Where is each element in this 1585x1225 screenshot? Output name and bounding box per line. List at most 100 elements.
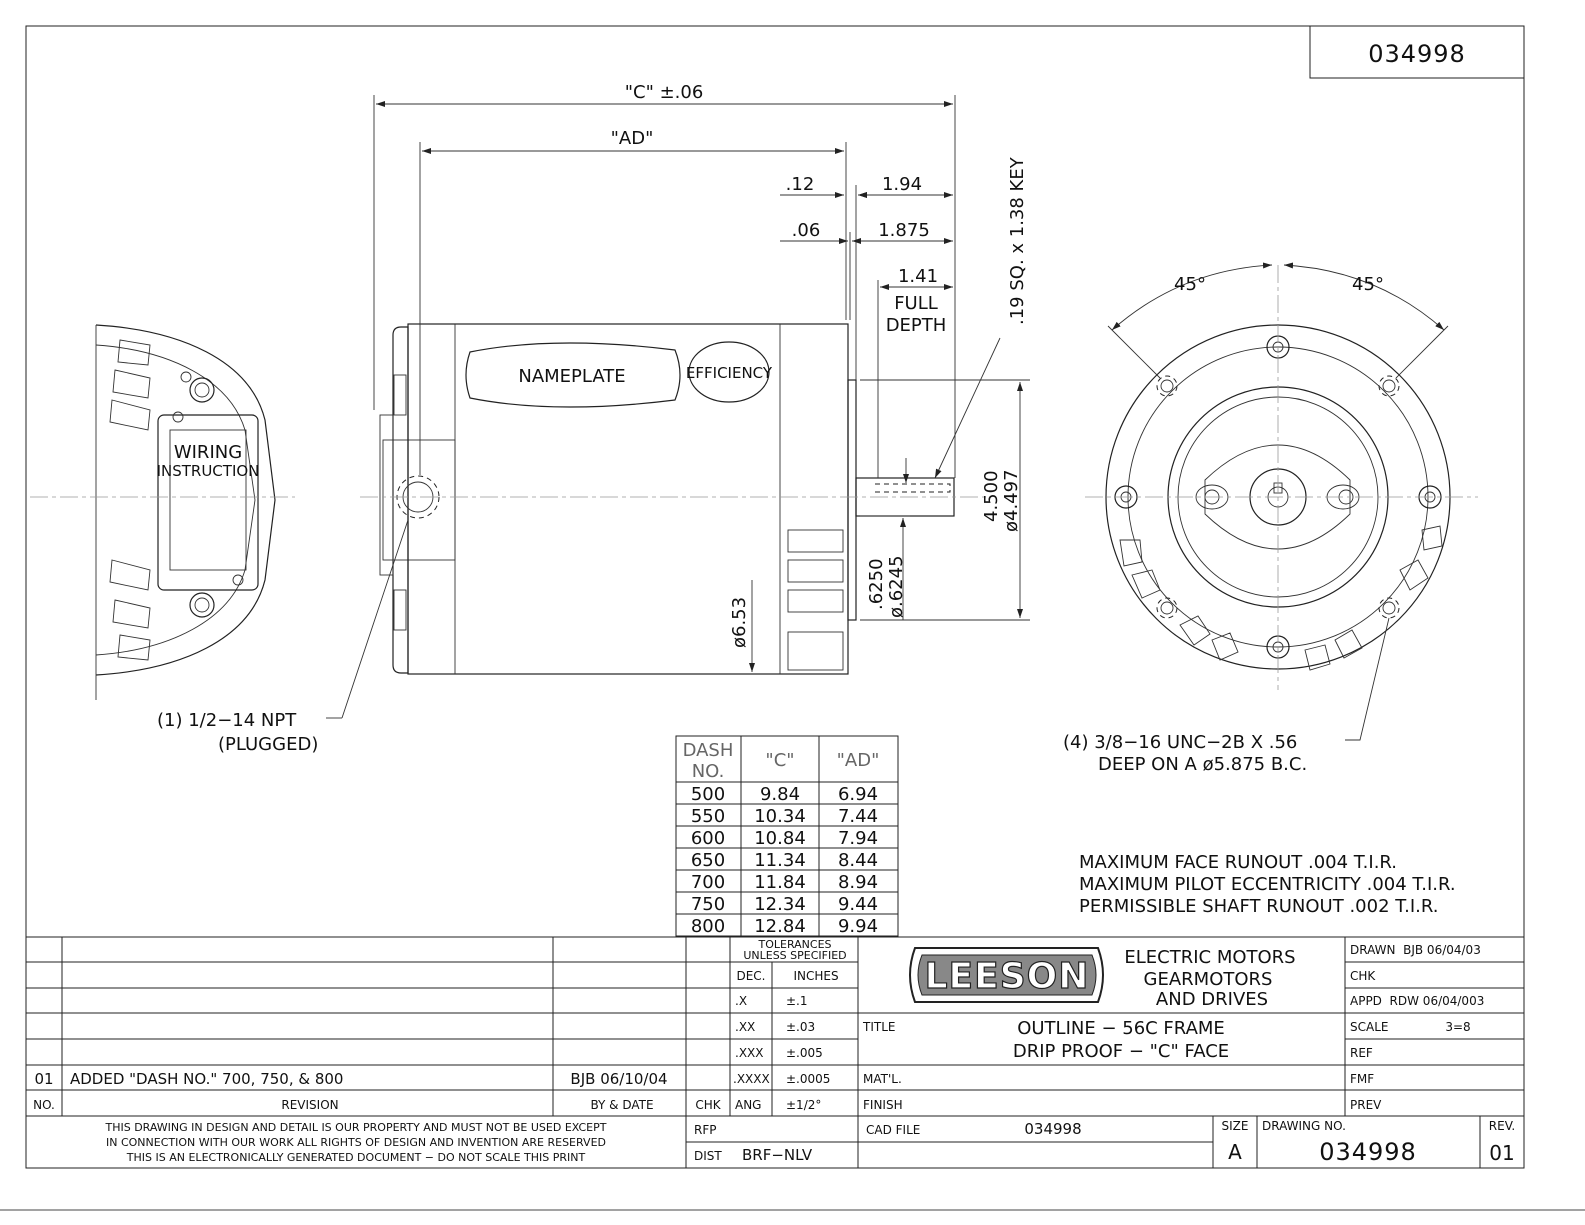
dash-table: DASH NO. "C" "AD" 500 9.84 6.94 550 10.3…: [675, 735, 899, 937]
dash-cell: 11.84: [754, 872, 806, 893]
size-label: SIZE: [1222, 1119, 1249, 1133]
bolt-hole-icon: [1378, 597, 1400, 619]
title-line-1: OUTLINE − 56C FRAME: [1017, 1018, 1225, 1039]
tolerance-inches: INCHES: [793, 969, 838, 983]
dim-ad: "AD": [611, 128, 654, 149]
bolt-label-2: DEEP ON A ø5.875 B.C.: [1098, 754, 1307, 775]
dash-cell: 11.34: [754, 850, 806, 871]
dash-cell: 10.34: [754, 806, 806, 827]
dash-cell: 8.94: [838, 872, 878, 893]
rfp-label: RFP: [694, 1123, 716, 1137]
rev-header-chk: CHK: [695, 1098, 721, 1112]
dash-cell: 9.84: [760, 784, 800, 805]
dash-cell: 6.94: [838, 784, 878, 805]
dim-depth: DEPTH: [886, 315, 947, 336]
runout-notes: MAXIMUM FACE RUNOUT .004 T.I.R. MAXIMUM …: [1079, 852, 1456, 917]
tolerance-val: ±.1: [786, 994, 808, 1008]
dash-cell: 550: [691, 806, 725, 827]
appd-field: APPD RDW 06/04/003: [1350, 994, 1484, 1008]
dim-12: .12: [786, 174, 815, 195]
wiring-label-2: INSTRUCTION: [157, 462, 260, 480]
bolt-label-1: (4) 3/8−16 UNC−2B X .56: [1063, 732, 1297, 753]
dash-cell: 800: [691, 916, 725, 937]
dash-cell: 9.44: [838, 894, 878, 915]
drawing-number-top: 034998: [1368, 40, 1466, 68]
dim-06: .06: [792, 220, 821, 241]
tolerance-val: ±1/2°: [786, 1098, 821, 1112]
fmf-field: FMF: [1350, 1072, 1374, 1086]
left-end-view: WIRING INSTRUCTION: [30, 324, 295, 700]
company-line-3: AND DRIVES: [1156, 989, 1268, 1010]
disclaimer-2: IN CONNECTION WITH OUR WORK ALL RIGHTS O…: [106, 1136, 606, 1149]
dash-cell: 9.94: [838, 916, 878, 937]
scale-label: SCALE: [1350, 1020, 1388, 1034]
dash-cell: 12.84: [754, 916, 806, 937]
dim-shaft-b: ø.6245: [886, 555, 907, 618]
wiring-label-1: WIRING: [174, 442, 242, 463]
tolerance-header-1: TOLERANCES: [757, 938, 831, 951]
dim-shaft-a: .6250: [866, 558, 887, 610]
revision-text: ADDED "DASH NO." 700, 750, & 800: [70, 1070, 343, 1088]
title-block: 01 ADDED "DASH NO." 700, 750, & 800 BJB …: [26, 936, 1524, 1168]
drawn-field: DRAWN BJB 06/04/03: [1350, 943, 1481, 957]
tolerance-key: .XXXX: [733, 1072, 770, 1086]
drawing-no-value: 034998: [1319, 1138, 1417, 1166]
rev-label: REV.: [1489, 1119, 1515, 1133]
dim-pilot-b: ø4.497: [1001, 469, 1022, 532]
cad-file-label: CAD FILE: [866, 1123, 920, 1137]
npt-label-1: (1) 1/2−14 NPT: [157, 710, 297, 731]
side-view: NAMEPLATE EFFICIENCY "C" ±.06 "AD" .12 1…: [157, 82, 1030, 755]
angle-left: 45°: [1174, 274, 1206, 295]
prev-field: PREV: [1350, 1098, 1382, 1112]
sheet-border: [25, 25, 1525, 1169]
tolerance-key: ANG: [735, 1098, 761, 1112]
tolerance-val: ±.03: [786, 1020, 815, 1034]
scale-value: 3=8: [1445, 1020, 1470, 1034]
tolerance-val: ±.0005: [786, 1072, 830, 1086]
tolerance-val: ±.005: [786, 1046, 823, 1060]
bolt-hole-icon: [1156, 597, 1178, 619]
dim-body-dia: ø6.53: [729, 597, 750, 648]
rev-header-no: NO.: [33, 1098, 55, 1112]
leeson-logo: LEESON: [909, 947, 1104, 1003]
dash-cell: 700: [691, 872, 725, 893]
dash-cell: 7.44: [838, 806, 878, 827]
disclaimer-1: THIS DRAWING IN DESIGN AND DETAIL IS OUR…: [105, 1121, 607, 1134]
angle-right: 45°: [1352, 274, 1384, 295]
dist-value: BRF−NLV: [742, 1146, 813, 1164]
title-label: TITLE: [862, 1020, 895, 1034]
dim-194: 1.94: [882, 174, 922, 195]
rev-header-revision: REVISION: [281, 1098, 338, 1112]
bolt-hole-icon: [1156, 375, 1178, 397]
front-view: 45° 45° (4) 3/8−16 UNC−2B X .56 DEEP ON …: [1063, 262, 1478, 775]
tolerance-key: .XX: [735, 1020, 755, 1034]
chk-field: CHK: [1350, 969, 1376, 983]
dash-cell: 10.84: [754, 828, 806, 849]
note-1: MAXIMUM FACE RUNOUT .004 T.I.R.: [1079, 852, 1397, 873]
logo-text: LEESON: [925, 956, 1090, 997]
dim-c: "C" ±.06: [625, 82, 704, 103]
tolerance-header-2: UNLESS SPECIFIED: [743, 949, 846, 962]
rev-header-by-date: BY & DATE: [590, 1098, 653, 1112]
tolerance-dec: DEC.: [736, 969, 765, 983]
bolt-hole-icon: [1378, 375, 1400, 397]
dist-label: DIST: [694, 1149, 722, 1163]
dash-cell: 600: [691, 828, 725, 849]
revision-by-date: BJB 06/10/04: [570, 1070, 667, 1088]
note-2: MAXIMUM PILOT ECCENTRICITY .004 T.I.R.: [1079, 874, 1456, 895]
dim-full: FULL: [894, 293, 938, 314]
dash-cell: 650: [691, 850, 725, 871]
dim-141: 1.41: [898, 266, 938, 287]
company-line-2: GEARMOTORS: [1144, 969, 1273, 990]
dash-header-1: DASH: [683, 740, 734, 761]
tolerance-key: .XXX: [735, 1046, 763, 1060]
size-value: A: [1228, 1140, 1242, 1164]
disclaimer-3: THIS IS AN ELECTRONICALLY GENERATED DOCU…: [126, 1151, 586, 1164]
cad-file-value: 034998: [1024, 1120, 1081, 1138]
dash-cell: 8.44: [838, 850, 878, 871]
dash-rows: 500 9.84 6.94 550 10.34 7.44 600 10.84 7…: [691, 784, 878, 937]
note-3: PERMISSIBLE SHAFT RUNOUT .002 T.I.R.: [1079, 896, 1438, 917]
dash-cell: 7.94: [838, 828, 878, 849]
dim-pilot-a: 4.500: [981, 470, 1002, 522]
